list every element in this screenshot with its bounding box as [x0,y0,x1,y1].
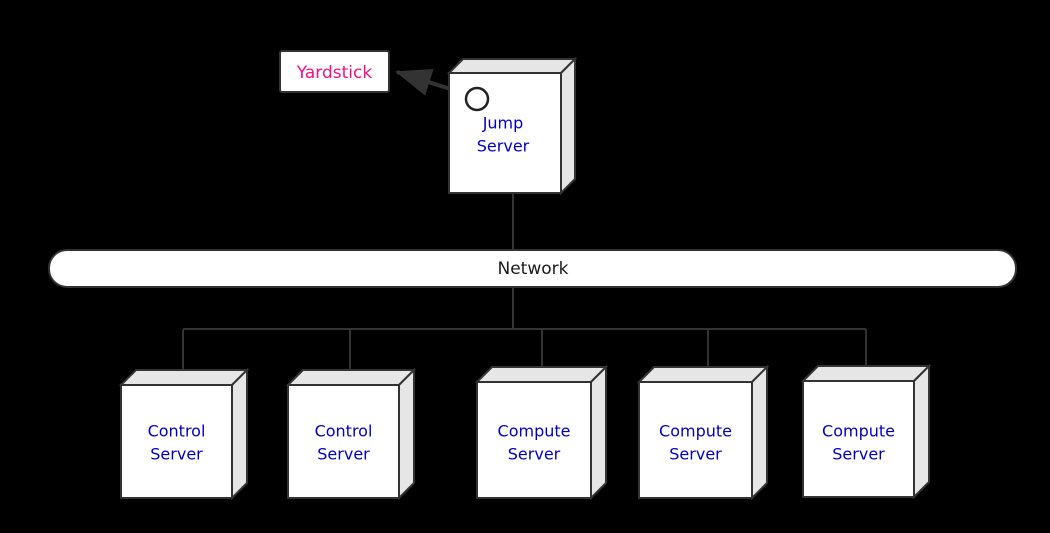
node-label-line2: Server [669,445,722,464]
node-label-line1: Compute [822,422,895,441]
node-compute-server-3[interactable]: Compute Server [800,363,932,500]
jump-server-label-line2: Server [477,137,530,156]
jump-server-side-face [560,56,576,196]
connector-network-bus [182,286,867,372]
node-control-server-1[interactable]: Control Server [118,367,250,501]
node-front-face [476,381,592,499]
yardstick-label: Yardstick [296,63,373,83]
node-top-face [800,365,932,382]
node-control-server-2[interactable]: Control Server [285,367,417,501]
jump-server-node[interactable]: Jump Server [446,56,578,196]
node-top-face [118,369,250,386]
circle-port-icon[interactable] [464,86,490,112]
node-label-line1: Control [148,422,206,441]
node-front-face [287,384,400,499]
node-top-face [285,369,417,386]
jump-server-label-line1: Jump [482,114,524,133]
node-side-face [751,364,768,501]
node-front-face [638,381,753,499]
node-front-face [802,380,915,498]
node-side-face [398,367,415,501]
node-top-face [636,366,770,383]
node-label-line1: Compute [659,422,732,441]
node-compute-server-1[interactable]: Compute Server [474,364,609,501]
yardstick-box[interactable]: Yardstick [279,50,390,93]
node-side-face [590,364,607,501]
node-compute-server-2[interactable]: Compute Server [636,364,770,501]
node-front-face [120,384,233,499]
network-bus-node[interactable]: Network [48,249,1017,288]
node-label-line2: Server [832,445,885,464]
node-label-line1: Compute [498,422,571,441]
node-side-face [913,363,930,500]
jump-server-top-face [446,58,578,74]
node-top-face [474,366,609,383]
jump-server-front-face [448,72,562,194]
node-label-line1: Control [315,422,373,441]
node-label-line2: Server [150,445,203,464]
node-label-line2: Server [508,445,561,464]
network-label: Network [498,259,569,279]
node-side-face [231,367,248,501]
network-bus-shape [48,249,1017,288]
node-label-line2: Server [317,445,370,464]
yardstick-box-shape [279,50,390,93]
